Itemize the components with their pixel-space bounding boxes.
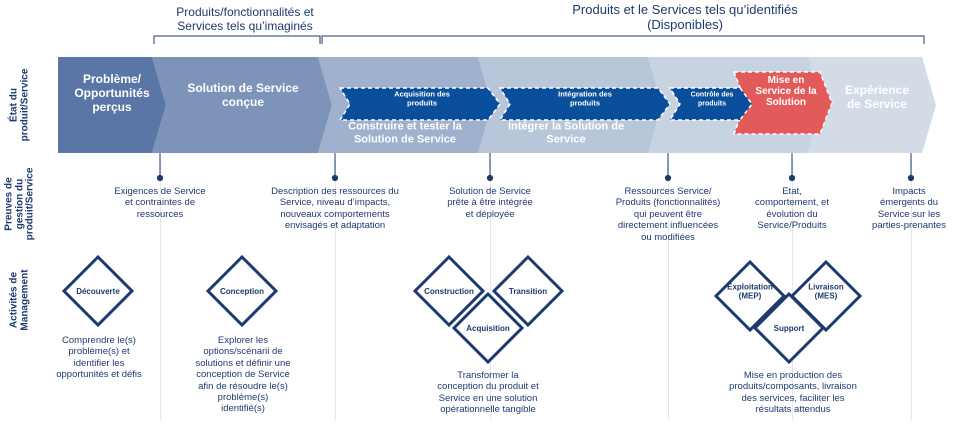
inner-arrow-integration — [498, 87, 671, 121]
activity-support-label: Support — [774, 324, 805, 333]
stage-2-chevron — [152, 57, 332, 153]
activity-construction-label: Construction — [424, 287, 474, 296]
diamond-acquisition — [451, 291, 525, 365]
evidence-4: Ressources Service/ Produits (fonctionna… — [615, 186, 721, 243]
inner-arrow-acquisition — [338, 87, 501, 121]
evidence-2: Description des ressources du Service, n… — [271, 186, 399, 232]
diamond-decouverte — [61, 254, 135, 328]
activity-desc-2: Explorer les options/scénarii de solutio… — [195, 335, 291, 415]
activity-acquisition-label: Acquisition — [466, 324, 510, 333]
activity-decouverte-label: Découverte — [76, 287, 120, 296]
activity-desc-4: Mise en production des produits/composan… — [729, 370, 857, 416]
evidence-1: Exigences de Service et contraintes de r… — [114, 186, 206, 220]
activity-conception-label: Conception — [220, 287, 264, 296]
activity-transition-label: Transition — [509, 287, 547, 296]
diamond-exploitation — [713, 259, 787, 333]
diamond-construction — [412, 254, 486, 328]
evidence-6: Impacts émergents du Service sur les par… — [872, 186, 946, 232]
activity-exploitation-label: Exploitation(MEP) — [727, 283, 773, 301]
evidence-3: Solution de Service prête à être intégré… — [447, 186, 533, 220]
diamond-transition — [491, 254, 565, 328]
activity-desc-1: Comprendre le(s) problème(s) et identifi… — [56, 335, 142, 381]
evidence-5: Etat, comportement, et évolution du Serv… — [755, 186, 829, 232]
header-imagined: Produits/fonctionnalités et Services tel… — [176, 5, 314, 33]
inner-arrow-controle — [668, 87, 753, 121]
diamond-support — [752, 291, 826, 365]
stage-6-chevron — [808, 57, 936, 153]
diamond-conception — [205, 254, 279, 328]
header-identified: Produits et le Services tels qu’identifi… — [572, 2, 798, 32]
header-brackets — [153, 35, 925, 44]
activity-desc-3: Transformer la conception du produit et … — [437, 370, 539, 416]
stage-1-chevron — [58, 57, 166, 153]
evidence-connectors — [156, 153, 915, 182]
inner-arrow-mise — [732, 71, 833, 135]
activity-livraison-label: Livraison(MES) — [808, 283, 844, 301]
activity-diamonds — [61, 254, 863, 365]
